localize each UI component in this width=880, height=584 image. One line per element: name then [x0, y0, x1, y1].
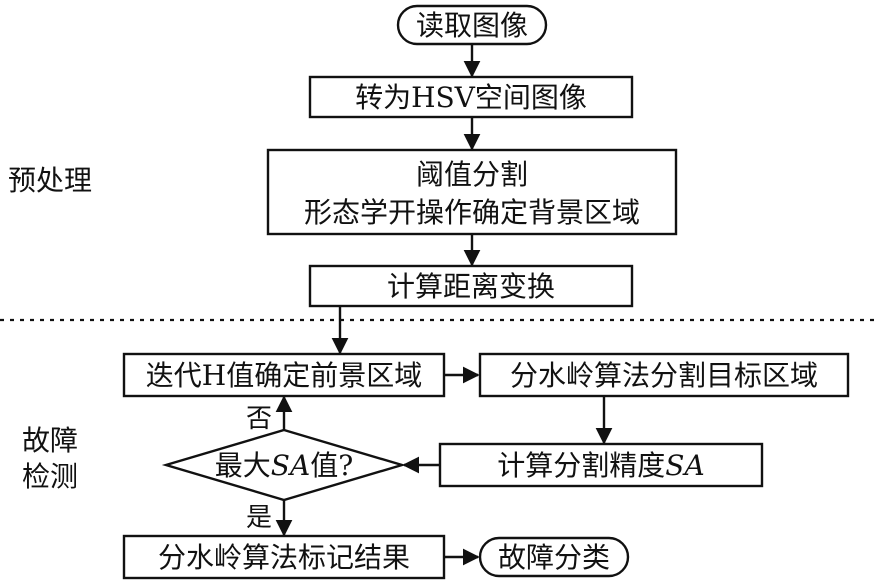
node-watershed-segment-label: 分水岭算法分割目标区域	[510, 359, 818, 392]
node-max-sa-label-prefix: 最大	[215, 449, 271, 482]
edge-no-label: 否	[246, 404, 272, 434]
node-distance-transform-label: 计算距离变换	[387, 270, 555, 303]
node-fault-classify-label: 故障分类	[498, 541, 610, 574]
node-threshold	[266, 148, 678, 236]
node-max-sa-label: 最大SA值?	[215, 449, 353, 482]
node-fault-classify	[478, 536, 630, 578]
node-compute-sa-label-var: SA	[665, 449, 704, 482]
node-threshold-label-line1: 阈值分割	[416, 158, 528, 191]
node-watershed-segment	[478, 352, 850, 398]
node-read-image-label: 读取图像	[416, 9, 528, 42]
node-compute-sa	[438, 442, 764, 488]
node-compute-sa-label-prefix: 计算分割精度	[497, 449, 665, 482]
section-label-fault-line2: 检测	[22, 460, 78, 493]
node-distance-transform	[308, 264, 634, 308]
node-watershed-mark-label: 分水岭算法标记结果	[158, 541, 410, 574]
section-label-preprocess: 预处理	[8, 164, 92, 197]
edge-yes-label: 是	[246, 503, 272, 533]
node-max-sa-label-suffix: 值?	[310, 449, 353, 482]
node-to-hsv	[308, 75, 634, 119]
node-iterate-h-label: 迭代H值确定前景区域	[146, 359, 422, 392]
node-threshold-label-line2: 形态学开操作确定背景区域	[304, 196, 640, 229]
node-max-sa-label-var: SA	[271, 449, 310, 482]
node-compute-sa-label: 计算分割精度SA	[497, 449, 704, 482]
section-label-fault-line1: 故障	[22, 424, 78, 457]
node-to-hsv-label: 转为HSV空间图像	[355, 81, 587, 114]
